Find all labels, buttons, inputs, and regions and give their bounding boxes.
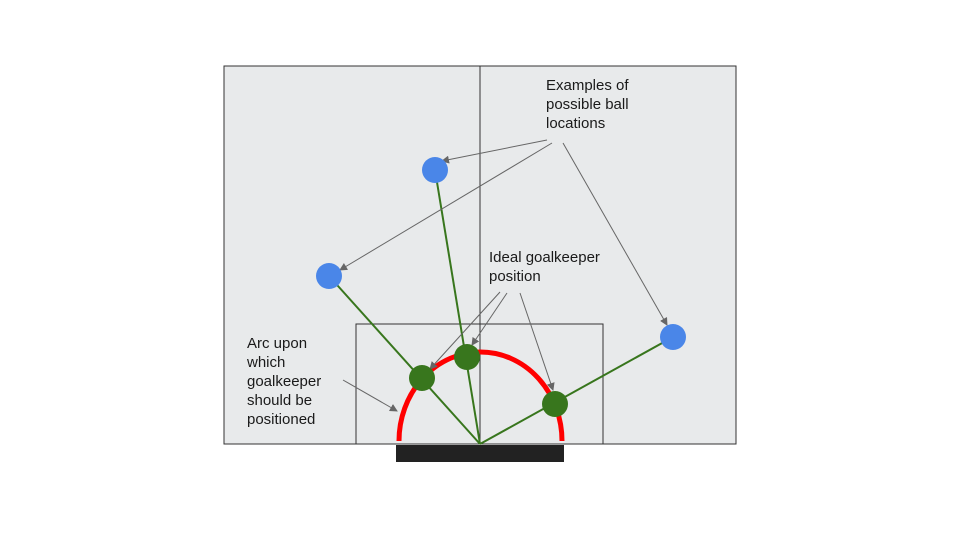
annotation-arrows xyxy=(339,139,668,412)
arrow-to-top-ball xyxy=(441,139,548,164)
sight-line-left-ball xyxy=(328,275,481,445)
arc-label-line-3: goalkeeper xyxy=(247,373,321,390)
goalkeeper-marker-left xyxy=(409,365,435,391)
arrow-to-right-ball xyxy=(562,142,668,326)
ball-locations-label-line-1: Examples of xyxy=(546,77,629,94)
ball-locations-label-line-3: locations xyxy=(546,115,605,132)
arc-label-line-4: should be xyxy=(247,392,312,409)
ball-marker-left xyxy=(316,263,342,289)
goalkeeper-position-label-line-2: position xyxy=(489,268,541,285)
goalkeeper-marker-right xyxy=(542,391,568,417)
arrow-to-arc xyxy=(342,379,398,412)
arc-label-line-1: Arc upon xyxy=(247,335,307,352)
sight-line-right-ball xyxy=(479,336,674,445)
goalkeeper-marker-middle xyxy=(454,344,480,370)
arrow-to-left-ball xyxy=(339,142,553,271)
arrow-to-left-keeper xyxy=(429,291,501,370)
arrow-to-middle-keeper xyxy=(471,292,508,346)
arc-label: Arc upon which goalkeeper should be posi… xyxy=(246,335,325,428)
sight-line-top-ball xyxy=(434,169,481,445)
arc-label-line-2: which xyxy=(246,354,285,371)
goalkeeper-positions xyxy=(409,344,568,417)
balls xyxy=(316,157,686,350)
arc-label-line-5: positioned xyxy=(247,411,315,428)
ball-marker-top xyxy=(422,157,448,183)
goalkeeper-position-label: Ideal goalkeeper position xyxy=(489,249,604,285)
arrow-to-right-keeper xyxy=(519,292,555,391)
ball-locations-label-line-2: possible ball xyxy=(546,96,629,113)
goal xyxy=(396,445,564,462)
ball-marker-right xyxy=(660,324,686,350)
sight-lines xyxy=(328,169,674,445)
goalkeeper-position-label-line-1: Ideal goalkeeper xyxy=(489,249,600,266)
ball-locations-label: Examples of possible ball locations xyxy=(546,77,633,132)
